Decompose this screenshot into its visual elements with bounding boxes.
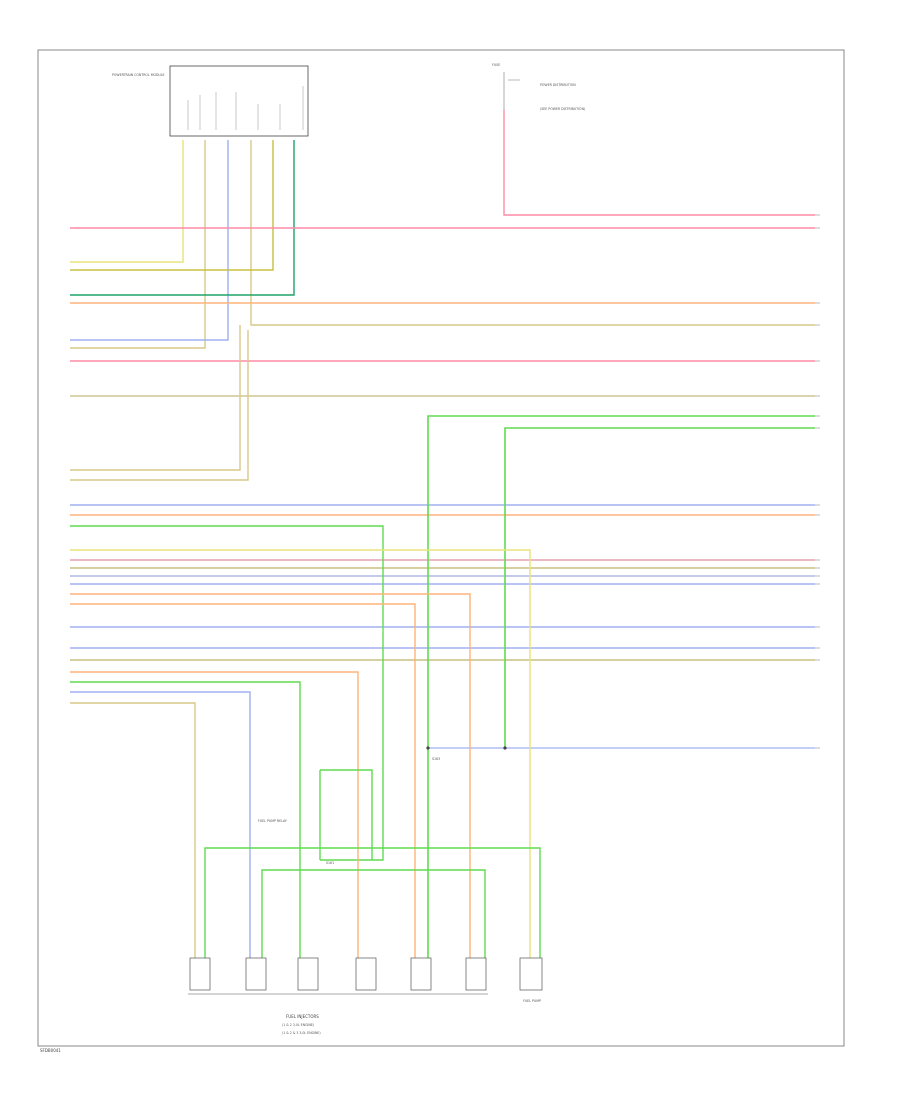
splice-label: S163 xyxy=(432,757,440,761)
module-vertical-wires xyxy=(70,140,815,349)
module-label: POWERTRAIN CONTROL MODULE xyxy=(112,73,165,77)
injector-3 xyxy=(297,957,319,991)
injector-5 xyxy=(410,957,432,991)
fuse-label: FUSE xyxy=(492,63,500,67)
fuel-pump-module xyxy=(519,957,543,991)
fuse-block: FUSE POWER DISTRIBUTION (SEE POWER DISTR… xyxy=(492,63,585,111)
injector-1 xyxy=(189,957,211,991)
injectors-note-2: (1 & 2 & 3 3.0L ENGINE) xyxy=(282,1031,321,1035)
fuel-module-label: FUEL PUMP xyxy=(523,999,541,1003)
injectors-note-1: (1 & 2 3.0L ENGINE) xyxy=(282,1023,314,1027)
diagram-id: SFDB0041 xyxy=(40,1048,61,1053)
injector-4 xyxy=(355,957,377,991)
relay-label: FUEL PUMP RELAY xyxy=(258,819,287,823)
fuse-note: POWER DISTRIBUTION xyxy=(540,83,576,87)
injector-6 xyxy=(465,957,487,991)
splice-2-label: S161 xyxy=(326,861,334,865)
fuse-note-2: (SEE POWER DISTRIBUTION) xyxy=(540,107,585,111)
right-pin-ticks xyxy=(815,214,820,749)
green-feed-wires xyxy=(427,415,815,990)
injector-feed-wires xyxy=(70,525,531,990)
horizontal-wires xyxy=(70,227,815,661)
injector-2 xyxy=(245,957,267,991)
diagram-frame xyxy=(37,49,845,1047)
control-module: POWERTRAIN CONTROL MODULE xyxy=(112,65,309,137)
injector-power-bus xyxy=(204,769,541,990)
injectors-label: FUEL INJECTORS xyxy=(286,1014,319,1019)
injector-row xyxy=(189,957,543,991)
